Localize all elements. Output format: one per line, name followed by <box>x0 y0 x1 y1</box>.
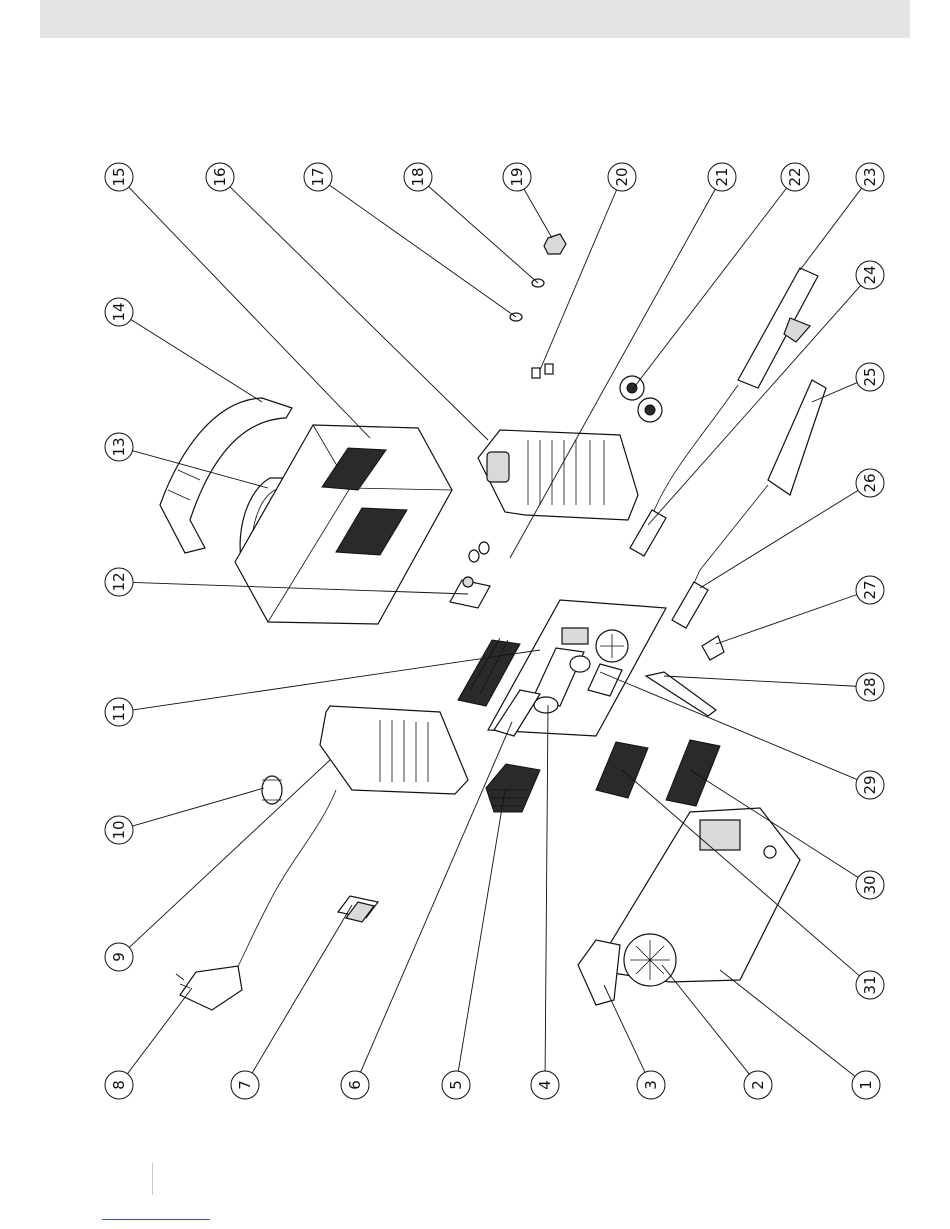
part-5-heatsink <box>486 764 540 812</box>
callout-label-7: 7 <box>236 1080 254 1090</box>
callout-label-2: 2 <box>749 1080 767 1090</box>
callout-label-20: 20 <box>613 167 631 186</box>
part-22-output-sockets <box>620 376 662 422</box>
callout-label-11: 11 <box>110 702 128 721</box>
callout-leader-8 <box>127 988 192 1074</box>
footer-divider <box>152 1163 153 1195</box>
part-16-front-panel <box>478 430 638 520</box>
part-21-washers <box>469 542 489 562</box>
callout-label-14: 14 <box>110 302 128 321</box>
callout-label-18: 18 <box>409 167 427 186</box>
callout-label-19: 19 <box>508 167 526 186</box>
part-30-heatsink <box>666 740 720 806</box>
callout-leader-24 <box>648 285 861 525</box>
callout-layer: 1234567891011121314151617181920212223242… <box>105 163 884 1099</box>
callout-leader-1 <box>720 970 855 1076</box>
callout-leader-23 <box>800 188 862 270</box>
callout-label-17: 17 <box>309 167 327 186</box>
callout-label-29: 29 <box>861 775 879 794</box>
callout-label-8: 8 <box>110 1080 128 1090</box>
callout-leader-3 <box>604 985 645 1072</box>
part-26-cable-plug <box>672 582 708 628</box>
callout-label-3: 3 <box>642 1080 660 1090</box>
part-24-cable-plug <box>630 510 666 556</box>
callout-leader-17 <box>329 185 516 317</box>
callout-label-23: 23 <box>861 167 879 186</box>
callout-label-26: 26 <box>861 473 879 492</box>
callout-label-30: 30 <box>861 875 879 894</box>
part-8-power-cable <box>176 790 336 1010</box>
callout-label-24: 24 <box>861 265 879 284</box>
callout-leader-14 <box>131 319 262 402</box>
callout-label-31: 31 <box>861 975 879 994</box>
callout-leader-10 <box>132 788 264 826</box>
part-12-switch <box>450 577 490 608</box>
callout-leader-9 <box>129 760 330 947</box>
callout-label-21: 21 <box>713 167 731 186</box>
callout-label-16: 16 <box>211 167 229 186</box>
callout-label-12: 12 <box>110 572 128 591</box>
part-19-nut <box>544 234 566 254</box>
callout-leader-28 <box>664 676 856 686</box>
part-9-rear-panel <box>320 706 468 794</box>
callout-label-13: 13 <box>110 437 128 456</box>
callout-label-28: 28 <box>861 677 879 696</box>
callout-label-9: 9 <box>110 952 128 962</box>
callout-leader-18 <box>428 186 538 283</box>
part-20-screws <box>532 364 553 378</box>
part-15-housing-cover <box>235 425 452 624</box>
part-3-side-panel <box>578 940 620 1005</box>
callout-leader-26 <box>700 490 858 588</box>
part-10-cable-gland <box>262 776 282 804</box>
part-27-bracket <box>702 636 724 660</box>
callout-label-10: 10 <box>110 820 128 839</box>
callout-leader-19 <box>524 189 552 238</box>
callout-leader-7 <box>252 905 352 1073</box>
callout-label-22: 22 <box>786 167 804 186</box>
callout-leader-4 <box>545 705 548 1071</box>
callout-leader-27 <box>716 595 857 644</box>
part-25-earth-clamp <box>690 380 826 592</box>
footer-link-underline <box>102 1219 210 1220</box>
callout-label-27: 27 <box>861 580 879 599</box>
part-2-fan <box>624 934 676 986</box>
callout-leader-5 <box>458 790 505 1071</box>
callout-label-6: 6 <box>346 1080 364 1090</box>
callout-leader-20 <box>540 190 617 370</box>
callout-label-15: 15 <box>110 167 128 186</box>
callout-label-25: 25 <box>861 367 879 386</box>
callout-label-1: 1 <box>857 1080 875 1090</box>
callout-label-4: 4 <box>536 1080 554 1090</box>
callout-label-5: 5 <box>447 1080 465 1090</box>
